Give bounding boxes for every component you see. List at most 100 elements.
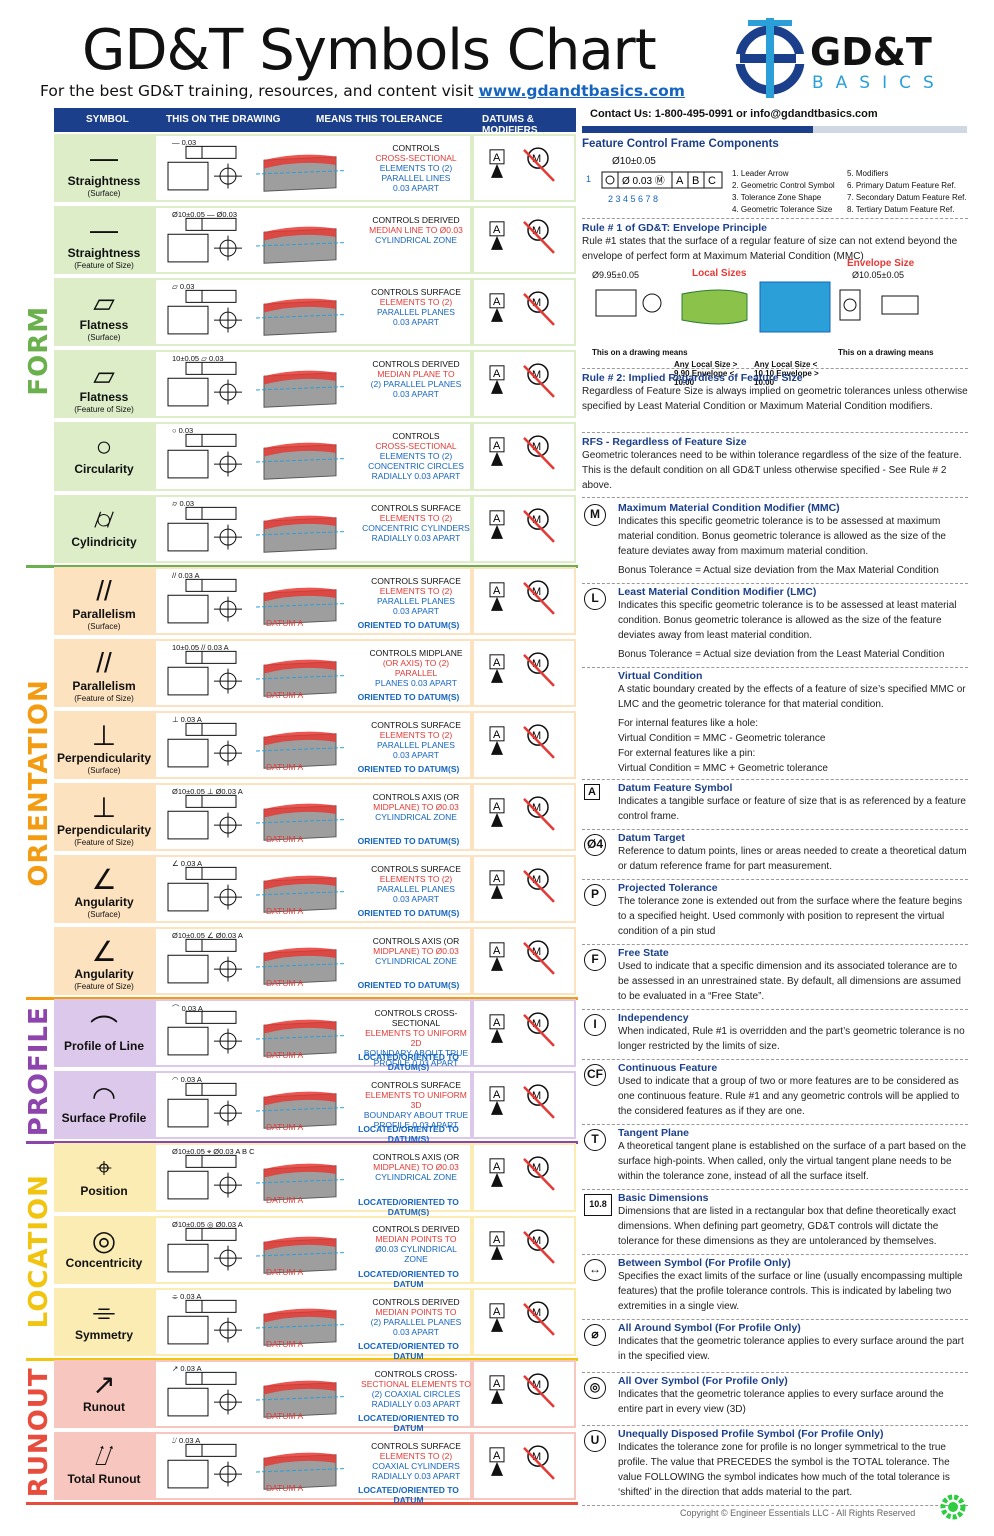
description-line: 0.03 APART xyxy=(393,182,439,193)
subtitle: For the best GD&T training, resources, a… xyxy=(40,82,685,100)
feature-control-frame: ⌒ 0.03 A xyxy=(172,1004,203,1014)
drawing-illustration-icon xyxy=(167,217,347,264)
table-row: ⊥ Perpendicularity (Surface) CONTROLS SU… xyxy=(54,710,576,780)
modifier-title: All Over Symbol (For Profile Only) xyxy=(618,1375,788,1387)
description-line: CONTROLS xyxy=(392,431,440,442)
description-line: (OR AXIS) TO (2) PARALLEL xyxy=(382,657,450,678)
svg-text:A: A xyxy=(493,1017,501,1029)
drawing-illustration-icon xyxy=(167,1227,347,1274)
drawing-illustration-icon xyxy=(167,506,347,553)
modifier-item: Virtual Condition A static boundary crea… xyxy=(582,670,968,782)
svg-text:A: A xyxy=(493,945,501,957)
svg-text:A: A xyxy=(493,873,501,885)
description-line: ELEMENTS TO (2) xyxy=(379,1450,453,1461)
rule1-text: Rule #1 states that the surface of a reg… xyxy=(582,236,958,262)
modifier-extra: For internal features like a hole: Virtu… xyxy=(618,718,828,774)
datums-modifiers-cell: A M xyxy=(474,784,574,850)
modifier-text: Indicates the tolerance zone for profile… xyxy=(618,1442,950,1498)
description-line: SECTIONAL ELEMENTS TO xyxy=(361,1378,471,1389)
rfs-title: RFS - Regardless of Feature Size xyxy=(582,436,747,448)
symbol-glyph-icon: ⌖ xyxy=(96,1151,112,1183)
svg-text:1: 1 xyxy=(586,174,591,184)
datum-label: DATUM A xyxy=(266,617,304,628)
svg-text:Ø 0.03 Ⓜ: Ø 0.03 Ⓜ xyxy=(622,175,665,187)
svg-text:A: A xyxy=(493,512,501,524)
feature-control-frame: Ø10±0.05 ⌖ Ø0.03 A B C xyxy=(172,1147,255,1157)
datum-modifier-icons: A M xyxy=(489,868,555,903)
modifier-title: Free State xyxy=(618,947,669,959)
description-line: CONTROLS CROSS-SECTIONAL xyxy=(374,1008,458,1029)
description-line: MEDIAN POINTS TO xyxy=(375,1306,457,1317)
description-line: RADIALLY 0.03 APART xyxy=(371,471,461,482)
drawing-illustration-icon xyxy=(167,1443,347,1490)
symbol-subtitle: (Feature of Size) xyxy=(74,261,134,271)
modifier-text: A static boundary created by the effects… xyxy=(618,684,966,710)
description-line: CYLINDRICAL ZONE xyxy=(375,1172,457,1183)
symbol-cell: ⊥ Perpendicularity (Feature of Size) xyxy=(54,783,154,851)
description-line: CONTROLS DERIVED xyxy=(372,1224,460,1235)
drawing-cell: CONTROLS CROSS-SECTIONAL ELEMENTS TO(2) … xyxy=(156,1361,471,1433)
modifier-symbol-icon: CF xyxy=(584,1064,606,1086)
col-symbol: SYMBOL xyxy=(86,114,129,125)
local-sizes-label: Local Sizes xyxy=(692,268,747,279)
description-line: CONTROLS SURFACE xyxy=(371,503,461,514)
divider xyxy=(582,779,968,780)
oriented-label: LOCATED/ORIENTED TO DATUM xyxy=(358,1484,459,1505)
description-line: ELEMENTS TO (2) xyxy=(379,297,453,308)
symbol-glyph-icon: ◠ xyxy=(91,1080,117,1112)
svg-text:M: M xyxy=(532,1235,541,1247)
modifier-title: Least Material Condition Modifier (LMC) xyxy=(618,586,817,598)
symbol-name: Circularity xyxy=(74,462,134,477)
symbol-glyph-icon: — xyxy=(90,142,118,174)
drawing-illustration-icon xyxy=(167,650,347,697)
datums-modifiers-cell: A M xyxy=(474,1361,574,1426)
modifier-title: Between Symbol (For Profile Only) xyxy=(618,1257,791,1269)
datum-label: DATUM A xyxy=(266,1050,304,1061)
datum-label: DATUM A xyxy=(266,1194,304,1205)
symbol-cell: — Straightness (Feature of Size) xyxy=(54,206,154,274)
datum-modifier-icons: A M xyxy=(489,1373,555,1408)
description-line: CONCENTRIC CYLINDERS xyxy=(362,523,470,534)
svg-text:A: A xyxy=(493,1378,501,1390)
description-line: CONTROLS AXIS (OR xyxy=(372,1152,460,1163)
oriented-label: LOCATED/ORIENTED TO DATUM(S) xyxy=(358,1052,459,1073)
description-line: PARALLEL PLANES xyxy=(377,883,455,894)
description-line: 0.03 APART xyxy=(393,749,439,760)
svg-text:A: A xyxy=(676,175,684,187)
fcf-list-item: 1. Leader Arrow xyxy=(732,169,789,178)
oriented-label: ORIENTED TO DATUM(S) xyxy=(357,763,460,774)
modifier-text: Indicates that the geometric tolerance a… xyxy=(618,1389,944,1415)
modifier-item: A Datum Feature Symbol Indicates a tangi… xyxy=(582,782,968,832)
description-line: 0.03 APART xyxy=(393,893,439,904)
modifier-title: Tangent Plane xyxy=(618,1127,689,1139)
rfs-section: RFS - Regardless of Feature Size Geometr… xyxy=(582,436,968,493)
description-line: MIDPLANE) TO Ø0.03 xyxy=(373,801,459,812)
modifier-text: A theoretical tangent plane is establish… xyxy=(618,1141,967,1182)
modifier-text: The tolerance zone is extended out from … xyxy=(618,896,963,937)
symbol-name: Angularity xyxy=(74,967,134,982)
symbol-cell: ◠ Surface Profile xyxy=(54,1071,154,1139)
table-row: // Parallelism (Feature of Size) CONTROL… xyxy=(54,638,576,708)
feature-control-frame: — 0.03 xyxy=(172,138,197,147)
description-line: CONTROLS SURFACE xyxy=(371,575,461,586)
symbol-subtitle: (Feature of Size) xyxy=(74,693,134,703)
symbol-glyph-icon: ⊥ xyxy=(91,720,117,752)
website-link[interactable]: www.gdandtbasics.com xyxy=(478,82,685,100)
oriented-label: LOCATED/ORIENTED TO DATUM(S) xyxy=(358,1196,459,1217)
modifier-text: Indicates that the geometric tolerance a… xyxy=(618,1336,964,1362)
description-line: MEDIAN POINTS TO xyxy=(375,1234,457,1245)
modifier-text: Dimensions that are listed in a rectangu… xyxy=(618,1206,956,1247)
datum-label: DATUM A xyxy=(266,761,304,772)
description-line: RADIALLY 0.03 APART xyxy=(371,1398,461,1409)
svg-text:A: A xyxy=(493,440,501,452)
svg-text:B: B xyxy=(692,175,699,187)
feature-control-frame: 10±0.05 ▱ 0.03 xyxy=(172,354,224,364)
table-row: ↗ Runout CONTROLS CROSS-SECTIONAL ELEMEN… xyxy=(54,1359,576,1433)
